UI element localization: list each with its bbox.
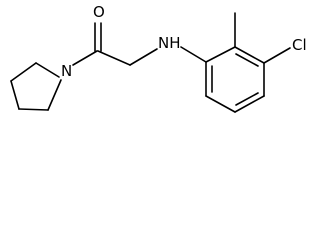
bond-ring-cc-cd [18,108,49,111]
amide-chain [72,22,207,66]
bond-ring-cd-n [47,79,62,111]
bond-ring-ca-cb [10,62,37,82]
bond-n-carbonyl [72,50,98,66]
pyrrolidine-ring [10,62,62,111]
bond-carbonyl-ch2 [97,50,131,66]
bond-ring-cb-cc [10,80,20,110]
chlorine-label: Cl [292,36,307,54]
substituents [234,12,291,64]
bond-aryl-c4-c5-inner [235,92,259,106]
bond-aryl-c2-c3-inner [235,53,259,67]
ring-nitrogen-label: N [61,62,72,80]
benzene-ring [205,46,265,113]
bond-chlorine [263,47,291,64]
bond-nh-aryl [180,46,207,63]
molecule-structure: O N NH Cl [10,3,307,113]
bond-ch2-nh [129,48,158,66]
bond-aryl-c1-c2 [205,46,236,63]
bond-ring-n-ca [35,62,60,78]
bond-aryl-c4-c5 [234,95,265,113]
oxygen-label: O [93,3,105,21]
bond-aryl-c2-c3 [234,46,265,64]
amine-label: NH [158,34,181,52]
bond-aryl-c5-c6 [205,95,236,113]
